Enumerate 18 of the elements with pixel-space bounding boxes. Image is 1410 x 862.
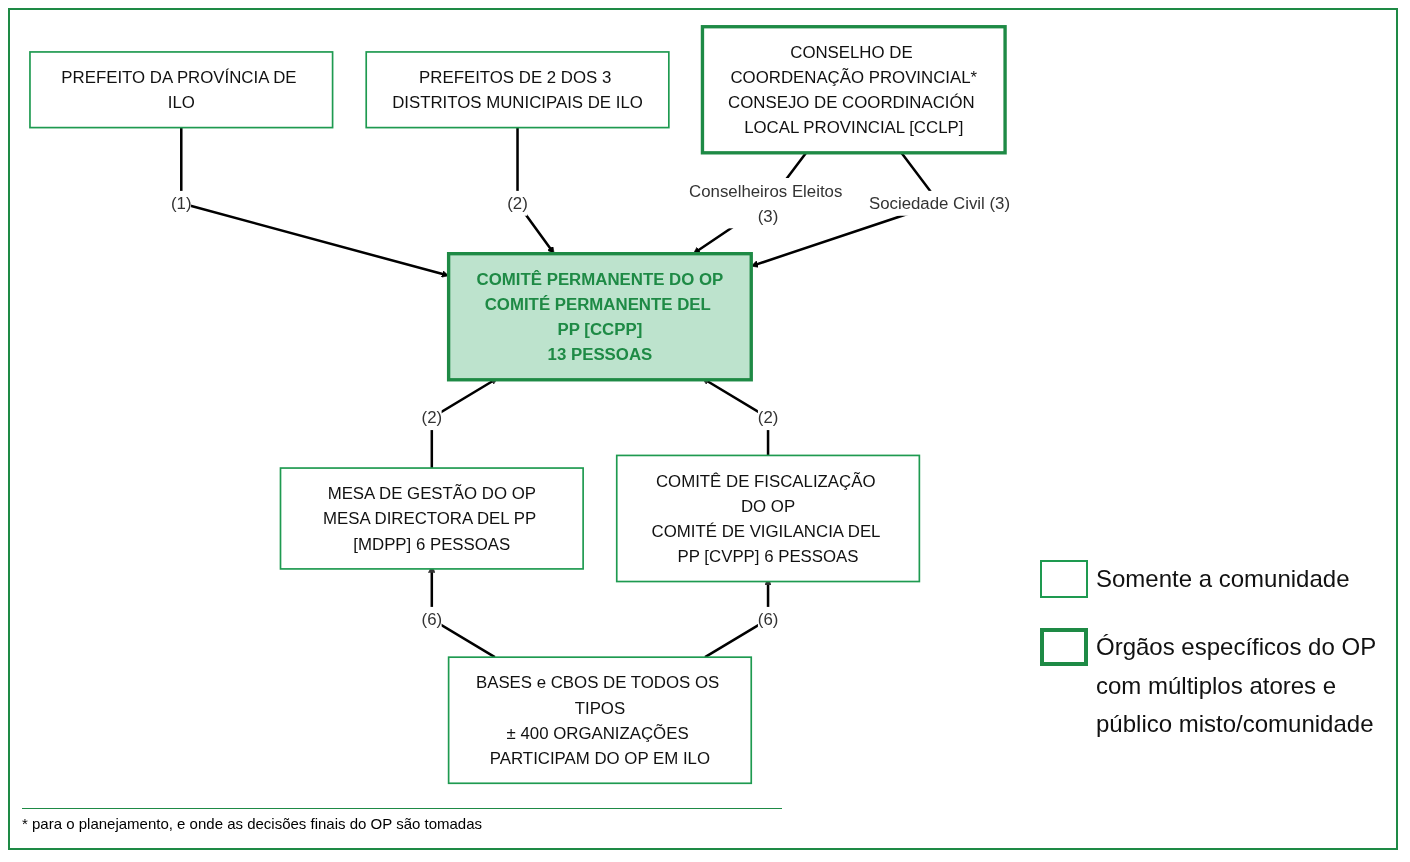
edge-label: (1) [171,194,192,213]
legend-text: Somente a comunidade [1096,564,1350,594]
edge-label: Sociedade Civil (3) [868,194,1011,213]
node-box: BASES e CBOS DE TODOS OS TIPOS ± 400 ORGANIZAÇÕES PARTICIPAM DO OP EM ILO [447,656,753,785]
footnote: * para o planejamento, e onde as decisões finais do OP são tomadas [22,808,782,832]
node-box: MESA DE GESTÃO DO OP MESA DIRECTORA DEL PP [MDPP] 6 PESSOAS [279,467,584,570]
node-box: PREFEITOS DE 2 DOS 3 DISTRITOS MUNICIPAIS DE ILO [365,51,670,129]
edge-label: (2) [421,408,443,427]
node-box: CONSELHO DE COORDENAÇÃO PROVINCIAL* CONSEJO DE COORDINACIÓN LOCAL PROVINCIAL [CCLP] [700,25,1007,155]
node-box: COMITÊ DE FISCALIZAÇÃO DO OP COMITÉ DE VIGILANCIA DEL PP [CVPP] 6 PESSOAS [615,454,921,583]
edge-label: (6) [757,610,779,629]
edge-label: (2) [757,408,779,427]
edge-label: (6) [421,610,443,629]
edge-label: (2) [507,194,528,213]
edge-label: Conselheiros Eleitos (3) [689,181,843,226]
node-box: COMITÊ PERMANENTE DO OP COMITÉ PERMANENTE DEL PP [CCPP] 13 PESSOAS [446,252,753,382]
node-box: PREFEITO DA PROVÍNCIA DE ILO [29,51,334,129]
legend-text: Órgãos específicos do OP com múltiplos atores e público misto/comunidade [1096,632,1377,740]
